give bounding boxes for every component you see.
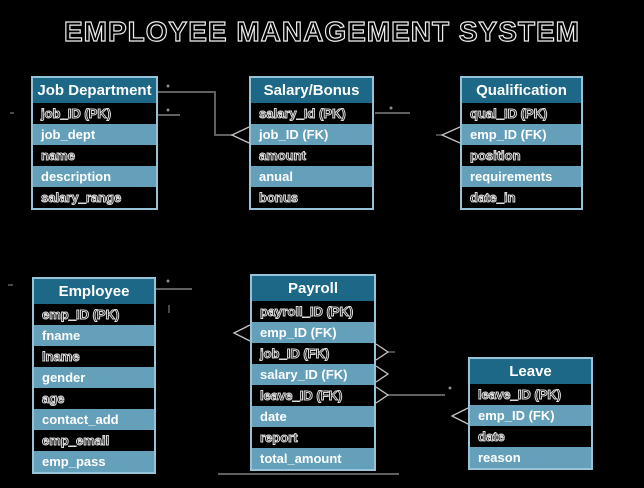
field-row-qualification-4: date_in [462,187,581,208]
field-row-job-department-0: job_ID (PK) [33,103,156,124]
crowfoot-payroll-leaveid [375,386,390,404]
field-row-qualification-0: qual_ID (PK) [462,103,581,124]
field-row-leave-2: date [470,426,591,447]
field-row-job-department-4: salary_range [33,187,156,208]
tick-dot-0 [166,84,170,88]
field-row-leave-3: reason [470,447,591,468]
field-row-job-department-3: description [33,166,156,187]
field-row-employee-1: fname [34,325,154,346]
field-row-employee-6: emp_email [34,430,154,451]
field-row-job-department-2: name [33,145,156,166]
field-row-employee-7: emp_pass [34,451,154,472]
crowfoot-payroll-salaryid [375,365,390,383]
field-row-employee-0: emp_ID (PK) [34,304,154,325]
field-row-employee-2: lname [34,346,154,367]
tick-dot-3 [166,279,170,283]
field-row-employee-3: gender [34,367,154,388]
field-row-payroll-3: salary_ID (FK) [252,364,374,385]
field-row-salary-bonus-0: salary_Id (PK) [251,103,372,124]
field-row-salary-bonus-2: amount [251,145,372,166]
tick-dot-1 [166,108,170,112]
field-row-employee-4: age [34,388,154,409]
crowfoot-payroll-empid [232,324,251,342]
field-row-payroll-2: job_ID (FK) [252,343,374,364]
field-row-payroll-4: leave_ID (FK) [252,385,374,406]
diagram-title: EMPLOYEE MANAGEMENT SYSTEM [63,15,581,47]
field-row-payroll-7: total_amount [252,448,374,469]
field-row-leave-0: leave_ID (PK) [470,384,591,405]
field-row-job-department-1: job_dept [33,124,156,145]
entity-title-leave: Leave [470,359,591,384]
entity-title-salary-bonus: Salary/Bonus [251,78,372,103]
entity-title-qualification: Qualification [462,78,581,103]
field-row-payroll-1: emp_ID (FK) [252,322,374,343]
field-row-salary-bonus-3: anual [251,166,372,187]
entity-title-employee: Employee [34,279,154,304]
field-row-employee-5: contact_add [34,409,154,430]
field-row-payroll-5: date [252,406,374,427]
entity-title-job-department: Job Department [33,78,156,103]
jobdept-header-to-salary-jobid [158,91,232,136]
field-row-qualification-1: emp_ID (FK) [462,124,581,145]
field-row-qualification-3: requirements [462,166,581,187]
field-row-salary-bonus-4: bonus [251,187,372,208]
field-row-leave-1: emp_ID (FK) [470,405,591,426]
crowfoot-qualification-empid [440,126,461,144]
crowfoot-salary-jobid [230,126,250,144]
field-row-salary-bonus-1: job_ID (FK) [251,124,372,145]
field-row-qualification-2: position [462,145,581,166]
entity-title-payroll: Payroll [252,276,374,301]
tick-dot-4 [448,386,452,390]
field-row-payroll-6: report [252,427,374,448]
field-row-payroll-0: payroll_ID (PK) [252,301,374,322]
crowfoot-leave-empid [450,407,469,425]
tick-dot-2 [389,106,393,110]
crowfoot-payroll-jobid [375,343,390,361]
